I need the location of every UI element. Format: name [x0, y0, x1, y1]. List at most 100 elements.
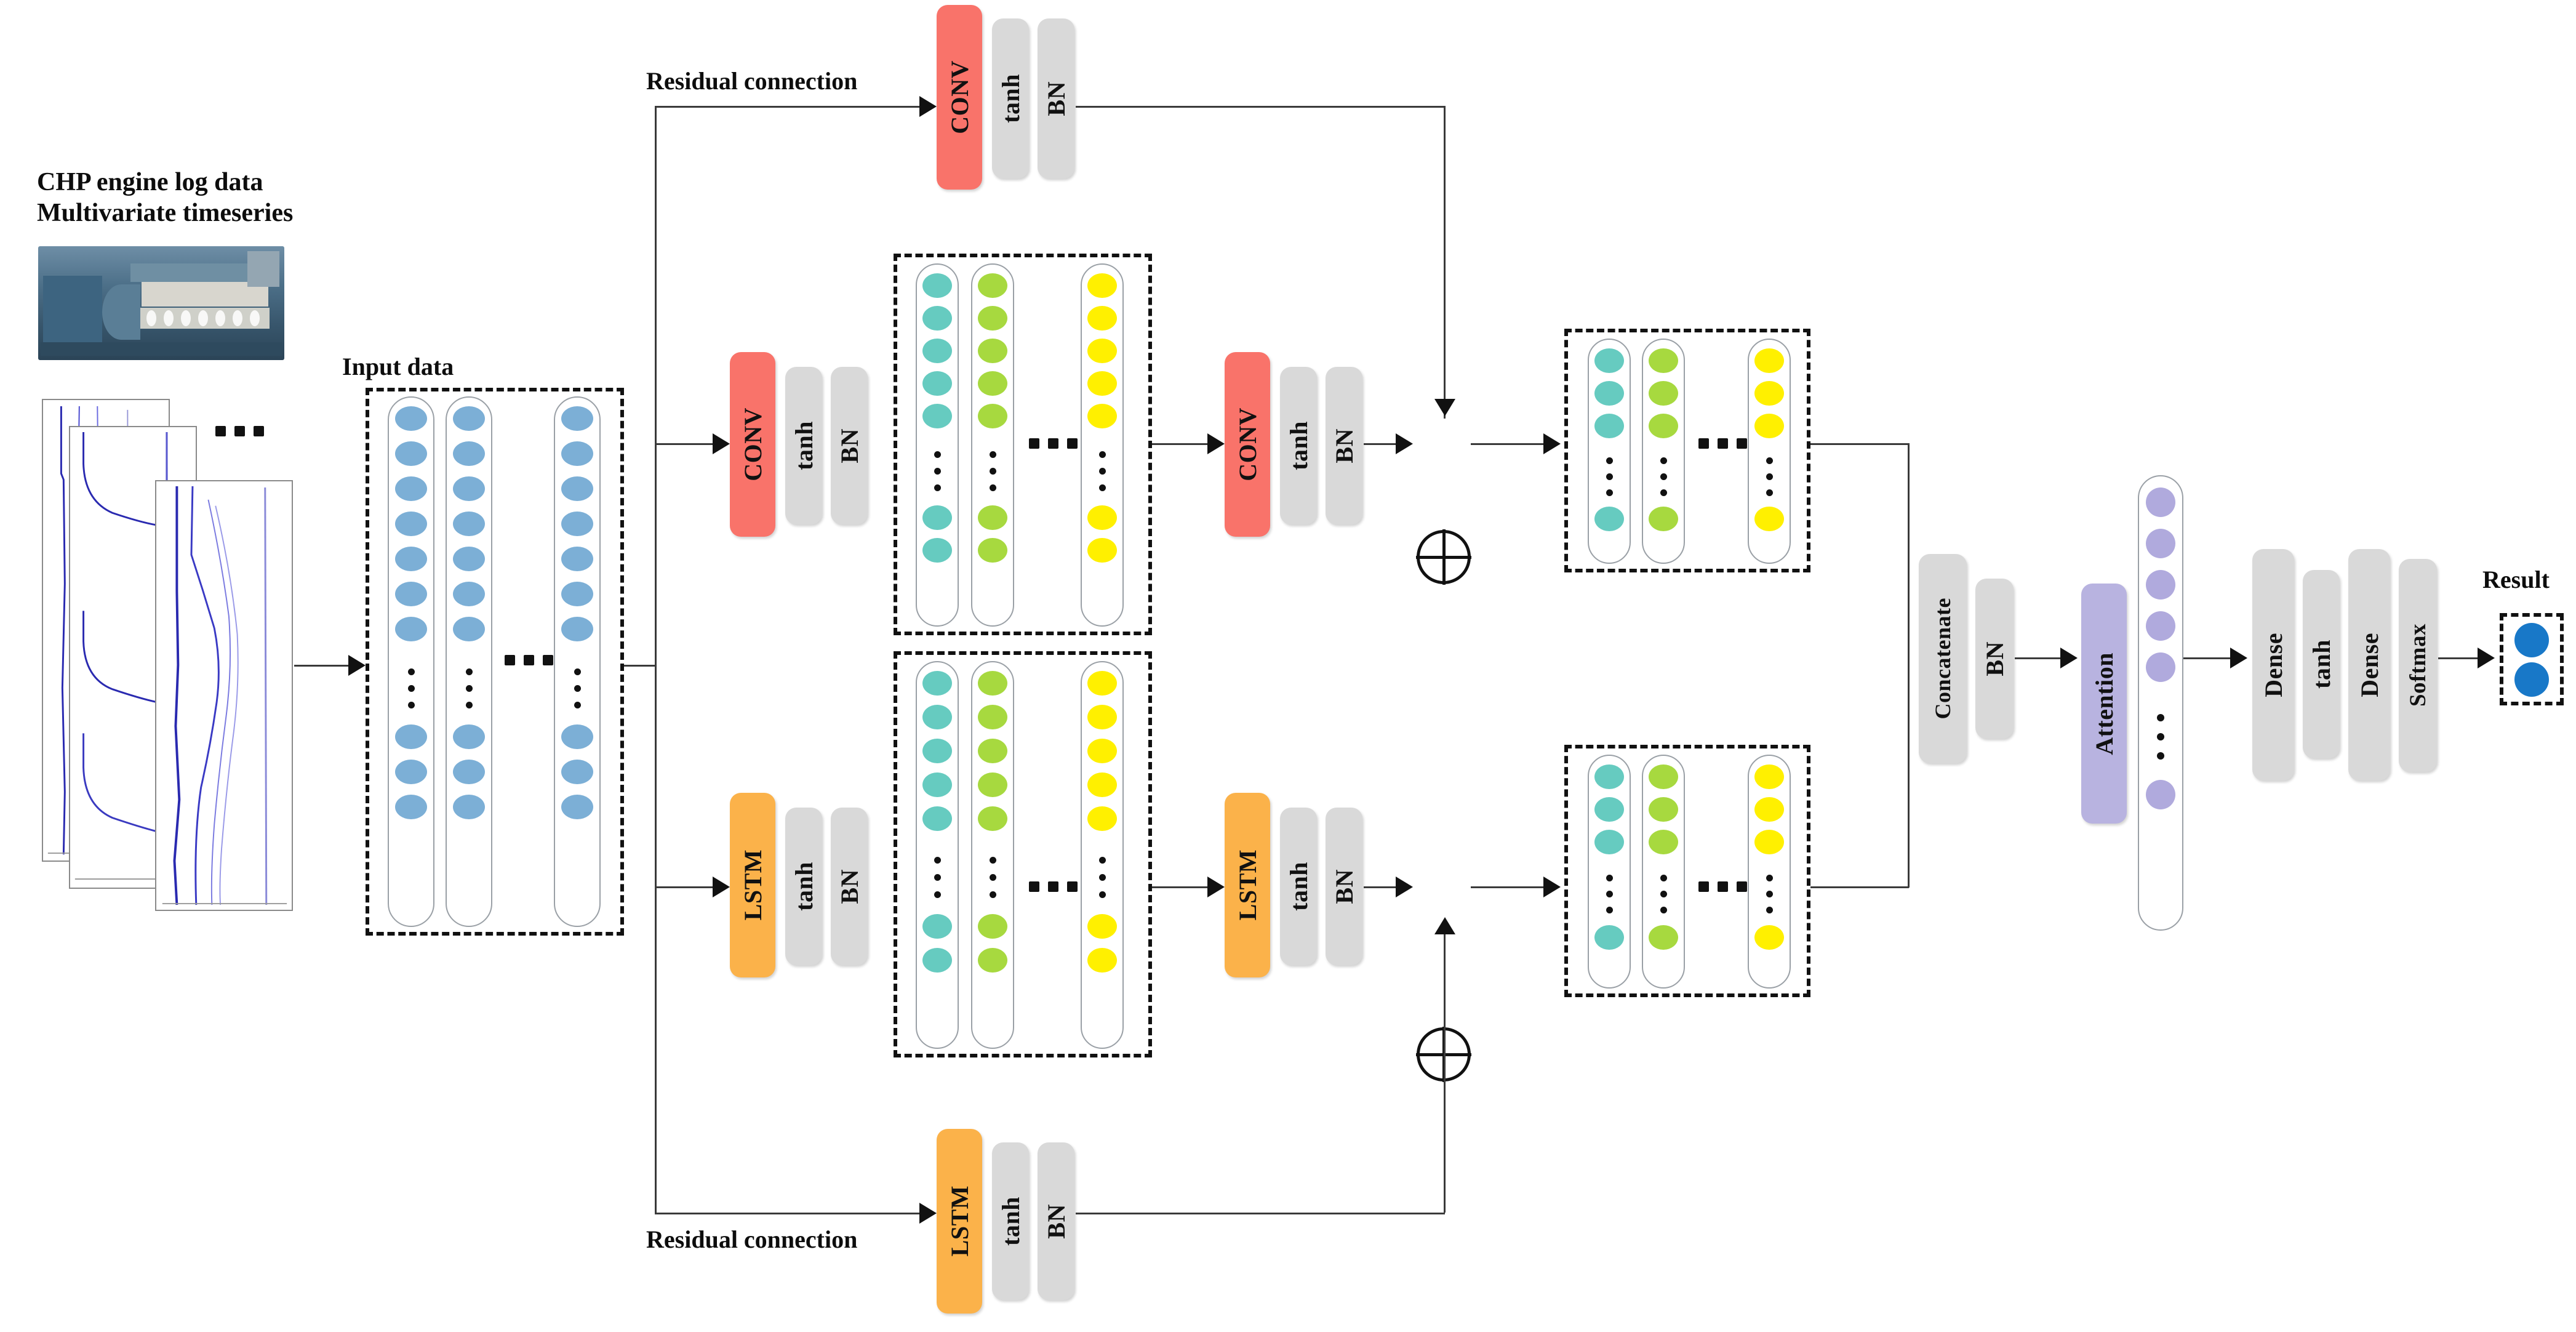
residual-bottom-tanh-label: tanh: [996, 1197, 1025, 1246]
conv-merged-capsule-green: [1642, 339, 1685, 564]
dense-1-layer[interactable]: Dense: [2252, 549, 2294, 780]
lstm-stage1-tanh-label: tanh: [790, 862, 818, 911]
attention-out-arrow: [2230, 648, 2247, 668]
lstm-stage1-bn[interactable]: BN: [831, 808, 868, 965]
result-block: [2500, 613, 2564, 705]
residual-bottom-lstm-label: LSTM: [945, 1186, 974, 1257]
lstm-stage2-bn[interactable]: BN: [1326, 808, 1362, 965]
conv-stage1-in-line: [655, 443, 714, 445]
lstm-stage2-in-arrow: [1207, 877, 1225, 897]
lstm-stage2-lstm-label: LSTM: [1233, 849, 1262, 921]
conv-stage2-tanh-label: tanh: [1284, 421, 1313, 470]
conv-stage2-bn[interactable]: BN: [1326, 367, 1362, 524]
lstm-stage1-bn-label: BN: [835, 869, 863, 904]
fanout-spine: [655, 106, 657, 1214]
residual-bottom-tanh[interactable]: tanh: [992, 1142, 1029, 1300]
residual-top-tanh[interactable]: tanh: [992, 18, 1029, 179]
attention-out-line: [2183, 657, 2234, 659]
lstm-merged-up-line: [1908, 657, 1910, 888]
lstm-stage2-tanh[interactable]: tanh: [1280, 808, 1317, 965]
source-title-line2: Multivariate timeseries: [37, 199, 294, 227]
conv-plus-out-line: [1471, 443, 1545, 445]
residual-bottom-up-line: [1444, 934, 1446, 1213]
attention-layer[interactable]: Attention: [2081, 584, 2127, 824]
lstm-stage1-lstm[interactable]: LSTM: [730, 793, 775, 977]
input-data-block: [366, 388, 624, 936]
input-data-label: Input data: [342, 353, 454, 380]
residual-top-tanh-label: tanh: [996, 74, 1025, 123]
conv-merged-capsule-yellow: [1748, 339, 1791, 564]
residual-bottom-arrow: [919, 1203, 937, 1224]
residual-bottom-bn[interactable]: BN: [1038, 1142, 1074, 1300]
result-label: Result: [2482, 566, 2550, 593]
residual-bottom-line: [655, 1213, 921, 1214]
conv-merged-capsule-teal: [1588, 339, 1631, 564]
lstm-stage1-ellipsis: [1029, 881, 1078, 892]
lstm-stage2-in-line: [1152, 886, 1209, 888]
softmax-layer[interactable]: Softmax: [2399, 559, 2437, 772]
attention-output-capsule: [2138, 475, 2183, 931]
lstm-stage1-in-arrow: [713, 877, 730, 897]
softmax-out-line: [2438, 657, 2481, 659]
conv-stage2-in-arrow: [1207, 433, 1225, 454]
conv-stage1-ellipsis: [1029, 438, 1078, 449]
concatenate-label: Concatenate: [1930, 598, 1955, 720]
dense-2-layer[interactable]: Dense: [2348, 549, 2390, 780]
timeseries-plot-front: [155, 480, 293, 911]
conv-stage1-capsule-green: [971, 263, 1014, 627]
conv-stage2-conv[interactable]: CONV: [1225, 352, 1270, 537]
arrow-line-input: [294, 665, 350, 667]
conv-stage2-in-line: [1152, 443, 1209, 445]
conv-plus-out-arrow: [1543, 433, 1561, 454]
conv-stage1-capsule-yellow: [1081, 263, 1124, 627]
dense-1-label: Dense: [2259, 632, 2287, 697]
residual-top-out-line: [1076, 106, 1445, 108]
lstm-to-plus-arrow: [1396, 877, 1413, 897]
lstm-stage2-bn-label: BN: [1330, 869, 1358, 904]
residual-top-arrow: [919, 96, 937, 117]
residual-top-conv[interactable]: CONV: [937, 5, 982, 190]
bn-to-attention-line: [2015, 657, 2064, 659]
head-bn-label: BN: [1980, 641, 2009, 676]
arrow-head-input: [348, 655, 366, 676]
conv-stage1-bn[interactable]: BN: [831, 367, 868, 524]
dense-2-label: Dense: [2355, 632, 2383, 697]
concatenate-layer[interactable]: Concatenate: [1919, 554, 1967, 763]
lstm-stage1-lstm-label: LSTM: [738, 849, 767, 921]
input-capsule-3: [554, 396, 601, 927]
lstm-merged-capsule-yellow: [1748, 755, 1791, 989]
input-out-line: [624, 665, 656, 667]
lstm-stage2-lstm[interactable]: LSTM: [1225, 793, 1270, 977]
conv-stage1-tanh[interactable]: tanh: [785, 367, 822, 524]
residual-bottom-out-line: [1076, 1213, 1445, 1214]
conv-stage2-tanh[interactable]: tanh: [1280, 367, 1317, 524]
conv-stage1-conv[interactable]: CONV: [730, 352, 775, 537]
residual-bottom-up-arrow: [1434, 917, 1455, 934]
residual-bottom-lstm[interactable]: LSTM: [937, 1129, 982, 1314]
conv-to-plus-arrow: [1396, 433, 1413, 454]
head-bn-layer[interactable]: BN: [1975, 579, 2014, 739]
lstm-stage1-tanh[interactable]: tanh: [785, 808, 822, 965]
result-neuron-2: [2514, 662, 2549, 697]
lstm-stage1-capsule-teal: [916, 661, 959, 1049]
conv-stage2-bn-label: BN: [1330, 428, 1358, 463]
conv-merged-feature-map: [1564, 329, 1810, 572]
residual-top-conv-label: CONV: [945, 60, 974, 134]
bn-to-attention-arrow: [2060, 648, 2078, 668]
input-capsule-1: [388, 396, 434, 927]
residual-bottom-bn-label: BN: [1042, 1203, 1070, 1239]
conv-stage1-in-arrow: [713, 433, 730, 454]
tail-tanh-layer[interactable]: tanh: [2303, 570, 2340, 758]
lstm-stage2-tanh-label: tanh: [1284, 862, 1313, 911]
conv-stage1-tanh-label: tanh: [790, 421, 818, 470]
lstm-merged-ellipsis: [1698, 881, 1747, 892]
conv-merged-ellipsis: [1698, 438, 1747, 449]
source-title-line1: CHP engine log data: [37, 168, 263, 196]
residual-top-down-line: [1444, 106, 1446, 419]
attention-label: Attention: [2090, 652, 2118, 755]
residual-top-bn[interactable]: BN: [1038, 18, 1074, 179]
conv-merged-down-line: [1908, 443, 1910, 657]
lstm-stage1-capsule-yellow: [1081, 661, 1124, 1049]
conv-sum-operator: [1416, 529, 1471, 585]
lstm-plus-out-arrow: [1543, 877, 1561, 897]
